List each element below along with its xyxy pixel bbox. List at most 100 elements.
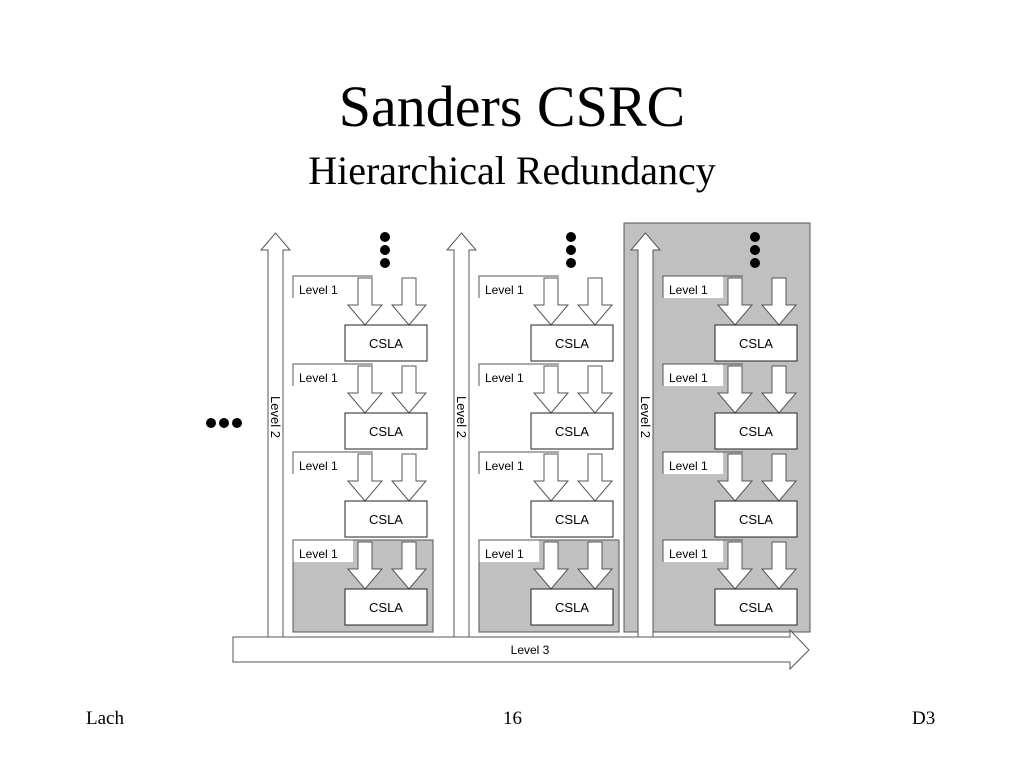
column-2-level1-arrow (576, 365, 614, 414)
column-3-level1-arrow (716, 453, 754, 502)
column-1-ellipsis-dot (380, 258, 390, 268)
column-1-csla-label: CSLA (369, 424, 403, 439)
column-3-csla-box (714, 500, 798, 538)
column-3-level2-arrow (629, 232, 662, 638)
column-3-level1-arrow (760, 541, 798, 590)
column-2-level1-arrow (532, 541, 570, 590)
column-1-level1-tag (293, 364, 353, 386)
column-1-level1-arrow (390, 365, 428, 414)
column-1-csla-box (344, 588, 428, 626)
column-3-level1-label: Level 1 (669, 371, 708, 385)
column-1-level1-arrow (346, 453, 384, 502)
column-3-level1-tag-border (662, 539, 743, 562)
column-2-level2-label: Level 2 (454, 396, 469, 438)
column-1-csla-box (344, 324, 428, 362)
column-3-level1-tag (663, 364, 723, 386)
column-2-level1-arrow (532, 277, 570, 326)
column-1-level1-arrow (346, 541, 384, 590)
column-1-csla-box (344, 412, 428, 450)
column-1-level1-tag (293, 452, 353, 474)
column-1-ellipsis-dot (380, 232, 390, 242)
slide-title: Sanders CSRC (338, 74, 686, 139)
column-2-level2-arrow (445, 232, 478, 638)
column-3-level1-tag (663, 452, 723, 474)
column-3-csla-label: CSLA (739, 600, 773, 615)
column-3-csla-label: CSLA (739, 424, 773, 439)
column-3-level1-tag-border (662, 275, 743, 298)
column-1-level1-label: Level 1 (299, 283, 338, 297)
column-2-level1-arrow (576, 277, 614, 326)
column-1-level1-label: Level 1 (299, 459, 338, 473)
column-3-level1-tag-border (662, 363, 743, 386)
column-2-level1-tag-border (478, 275, 559, 298)
column-1-level1-tag-border (292, 363, 373, 386)
column-3-level1-tag (663, 276, 723, 298)
column-3-level1-tag-border (662, 451, 743, 474)
column-1-csla-label: CSLA (369, 600, 403, 615)
column-2-level1-arrow (532, 365, 570, 414)
column-2-csla-box (530, 412, 614, 450)
column-2-csla-box (530, 500, 614, 538)
column-2-level1-label: Level 1 (485, 371, 524, 385)
footer-author: Lach (86, 708, 124, 729)
column-2-level1-label: Level 1 (485, 547, 524, 561)
column-3-level2-label: Level 2 (638, 396, 653, 438)
column-1-csla-label: CSLA (369, 512, 403, 527)
column-2-level1-tag (479, 452, 539, 474)
column-2-csla-box (530, 324, 614, 362)
left-ellipsis-dot (206, 418, 216, 428)
column-2-ellipsis-dot (566, 245, 576, 255)
column-1-level1-arrow (390, 453, 428, 502)
column-2-csla-box (530, 588, 614, 626)
column-1-level1-arrow (390, 277, 428, 326)
column-2-level1-arrow (576, 453, 614, 502)
left-ellipsis-dot (219, 418, 229, 428)
column-3-ellipsis-dot (750, 232, 760, 242)
column-3-level1-arrow (760, 277, 798, 326)
column-1-csla-label: CSLA (369, 336, 403, 351)
footer-section: D3 (912, 708, 936, 729)
column-2-level1-arrow (532, 453, 570, 502)
column-3-level1-arrow (716, 365, 754, 414)
column-3-level1-arrow (716, 541, 754, 590)
column-3-level1-tag (663, 540, 723, 562)
slide-subtitle: Hierarchical Redundancy (308, 148, 716, 193)
column-1-level1-label: Level 1 (299, 547, 338, 561)
column-3-level1-arrow (760, 453, 798, 502)
column-2-ellipsis-dot (566, 232, 576, 242)
column-3-ellipsis-dot (750, 258, 760, 268)
column-2-csla-label: CSLA (555, 424, 589, 439)
column-3-csla-label: CSLA (739, 512, 773, 527)
left-ellipsis-dot (232, 418, 242, 428)
column-3-level1-arrow (716, 277, 754, 326)
column-1-level1-label: Level 1 (299, 371, 338, 385)
column-1-level1-arrow (346, 365, 384, 414)
column-1-level1-tag-border (292, 539, 373, 562)
column-1-ellipsis-dot (380, 245, 390, 255)
column-3-csla-label: CSLA (739, 336, 773, 351)
column-3-level1-label: Level 1 (669, 283, 708, 297)
column-1-level2-label: Level 2 (268, 396, 283, 438)
column-1-level1-tag-border (292, 275, 373, 298)
column-1-level2-arrow (259, 232, 292, 638)
column-1-level1-arrow (390, 541, 428, 590)
column-2-ellipsis-dot (566, 258, 576, 268)
level3-arrow (232, 628, 810, 671)
column-1-csla-box (344, 500, 428, 538)
column-2-level1-tag (479, 364, 539, 386)
column-2-level1-label: Level 1 (485, 459, 524, 473)
column-3-csla-box (714, 412, 798, 450)
column-2-csla-label: CSLA (555, 336, 589, 351)
level3-label: Level 3 (511, 643, 550, 657)
column-3-ellipsis-dot (750, 245, 760, 255)
column-2-csla-label: CSLA (555, 600, 589, 615)
column-2-level1-tag-border (478, 451, 559, 474)
column-1-level1-arrow (346, 277, 384, 326)
column-3-level1-arrow (760, 365, 798, 414)
column-2-csla-label: CSLA (555, 512, 589, 527)
column-2-level1-arrow (576, 541, 614, 590)
column-1-level1-tag (293, 540, 353, 562)
column-3-level1-label: Level 1 (669, 459, 708, 473)
column-2-level1-tag-border (478, 539, 559, 562)
